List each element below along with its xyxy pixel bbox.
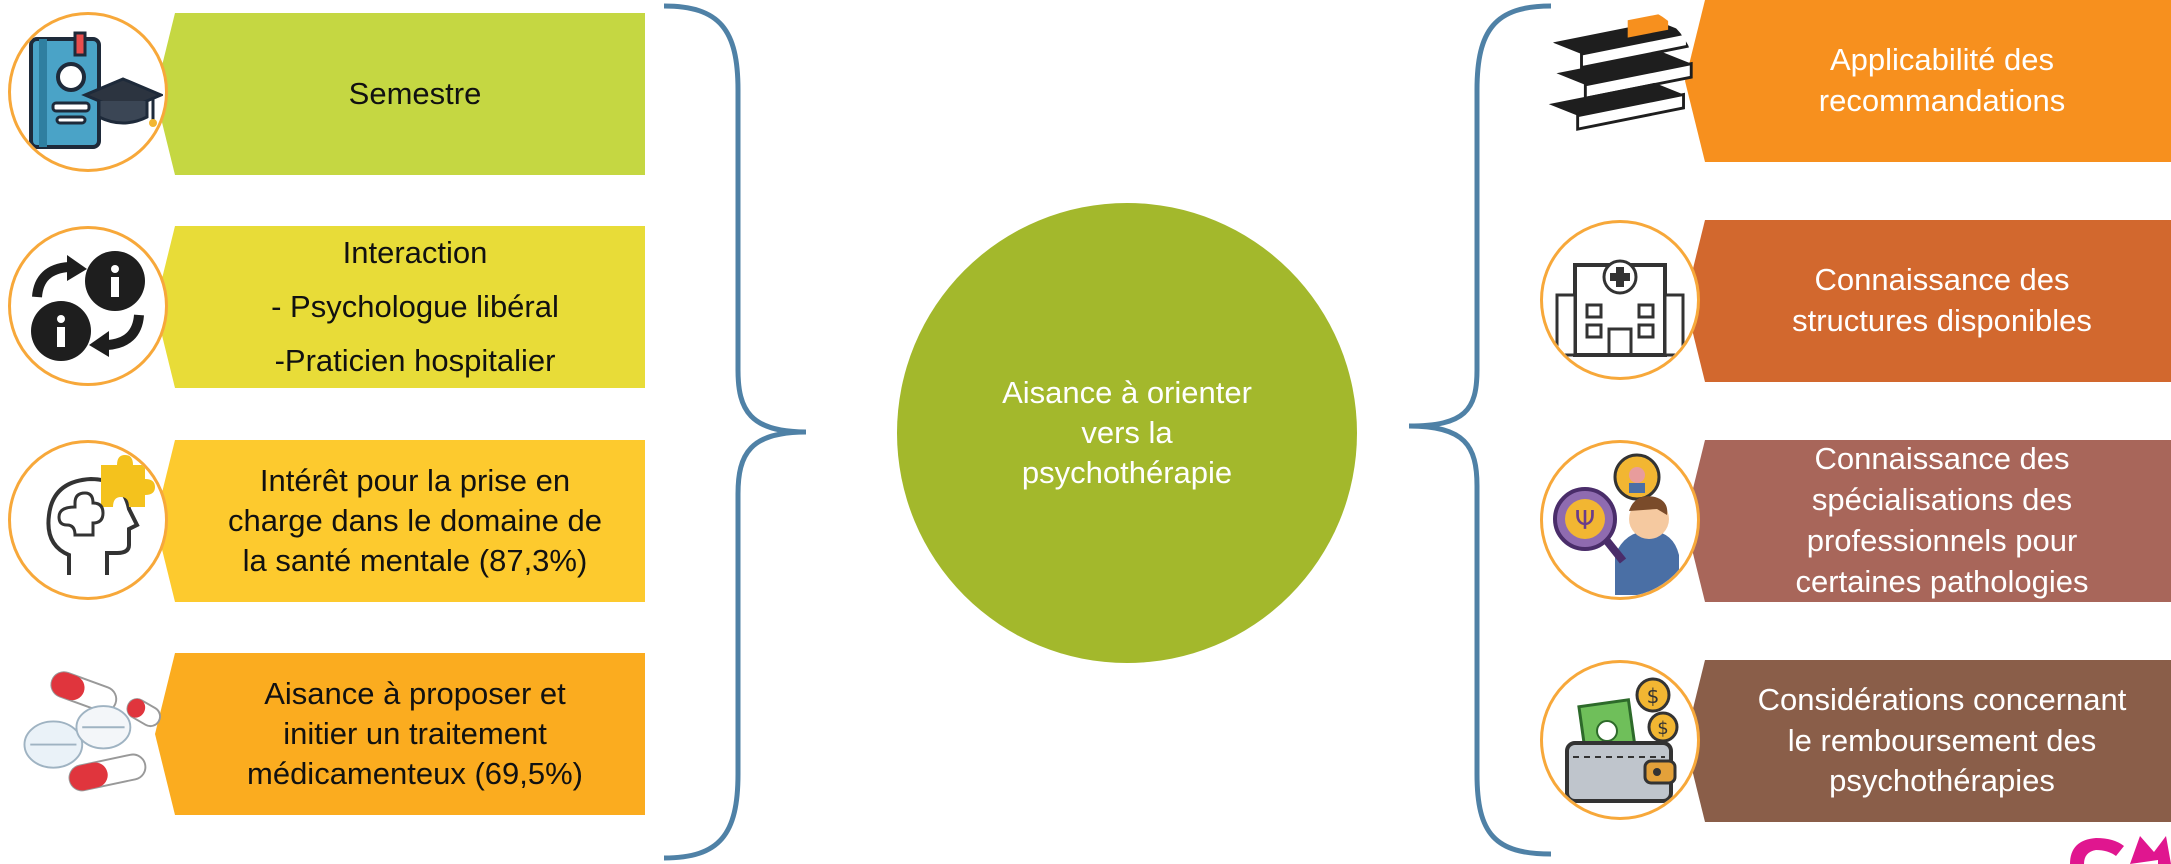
factor-text: charge dans le domaine de xyxy=(228,502,602,538)
factor-text: professionnels pour xyxy=(1806,523,2078,558)
factor-text: initier un traitement xyxy=(283,715,547,751)
factor-text: recommandations xyxy=(1818,83,2066,118)
logo-icon xyxy=(2070,836,2171,864)
right-brace xyxy=(1408,3,1552,857)
factor-text: Aisance à proposer et xyxy=(264,675,566,711)
factor-text: la santé mentale (87,3%) xyxy=(242,543,588,579)
central-concept: Aisance à orienter vers la psychothérapi… xyxy=(897,203,1357,663)
factor-text: spécialisations des xyxy=(1811,482,2073,518)
factor-text: - Psychologue libéral xyxy=(271,288,559,324)
factor-text: Connaissance des xyxy=(1814,262,2070,298)
factor-box-aisance-traitement: Aisance à proposer et initier un traitem… xyxy=(155,653,645,815)
left-brace xyxy=(663,3,807,861)
central-text: psychothérapie xyxy=(1021,455,1233,491)
central-text: vers la xyxy=(1081,414,1173,450)
svg-text:$: $ xyxy=(1657,718,1668,739)
factor-box-specialisations: Connaissance des spécialisations des pro… xyxy=(1685,440,2171,602)
factor-text: médicamenteux (69,5%) xyxy=(247,756,583,792)
factor-box-remboursement: Considérations concernant le rembourseme… xyxy=(1685,660,2171,822)
head-puzzle-icon xyxy=(8,440,168,600)
books-icon xyxy=(1540,1,1700,161)
factor-text: Connaissance des xyxy=(1814,441,2070,477)
factor-box-interaction: Interaction - Psychologue libéral -Prati… xyxy=(155,226,645,388)
svg-text:Ψ: Ψ xyxy=(1575,506,1595,536)
graduation-book-icon xyxy=(8,12,168,172)
factor-text: certaines pathologies xyxy=(1795,563,2089,599)
factor-box-applicabilite: Applicabilité des recommandations xyxy=(1685,0,2171,162)
wallet-money-icon: $ $ xyxy=(1540,660,1700,820)
central-text: Aisance à orienter xyxy=(1002,374,1252,410)
info-exchange-icon xyxy=(8,226,168,386)
psychologist-icon: Ψ xyxy=(1540,440,1700,600)
factor-text: structures disponibles xyxy=(1792,303,2092,338)
svg-text:$: $ xyxy=(1647,684,1660,708)
hospital-icon xyxy=(1540,220,1700,380)
factor-box-semestre: Semestre xyxy=(155,13,645,175)
factor-text: Semestre xyxy=(348,75,482,111)
factor-text: Considérations concernant xyxy=(1757,681,2127,717)
factor-text: le remboursement des xyxy=(1787,722,2097,758)
factor-text: Intérêt pour la prise en xyxy=(259,462,571,498)
factor-box-interet: Intérêt pour la prise en charge dans le … xyxy=(155,440,645,602)
factor-box-structures: Connaissance des structures disponibles xyxy=(1685,220,2171,382)
factor-text: Interaction xyxy=(342,234,488,270)
factor-text: psychothérapies xyxy=(1829,763,2055,799)
factor-text: -Praticien hospitalier xyxy=(274,343,556,379)
pills-icon xyxy=(8,653,168,813)
factor-text: Applicabilité des xyxy=(1829,42,2055,78)
